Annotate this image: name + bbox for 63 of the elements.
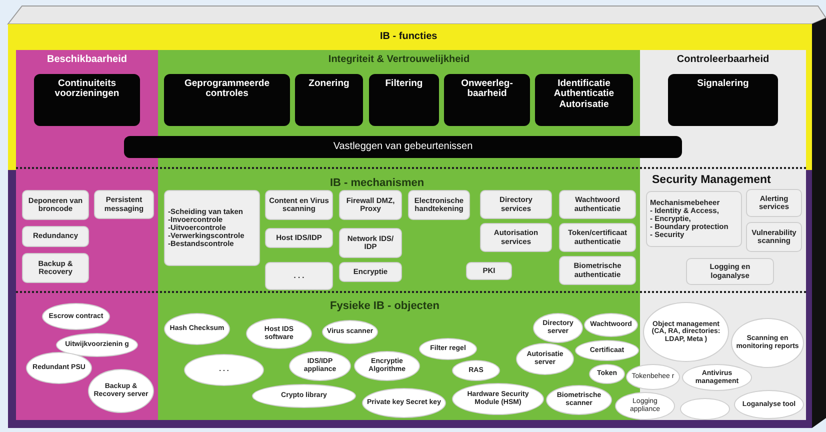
object-ellipse bbox=[322, 320, 378, 344]
column-panel bbox=[16, 50, 158, 420]
object-ellipse bbox=[354, 351, 420, 381]
function-box bbox=[34, 74, 140, 126]
mechanism-box bbox=[559, 223, 636, 252]
mechanism-box bbox=[339, 262, 402, 282]
object-ellipse bbox=[643, 302, 729, 362]
function-text: Filtering bbox=[385, 79, 423, 90]
mechanism-box bbox=[559, 190, 636, 219]
mechanism-box bbox=[22, 253, 89, 283]
mechanism-box bbox=[339, 228, 402, 258]
mechanism-box bbox=[686, 258, 774, 285]
column-title: Beschikbaarheid bbox=[46, 55, 128, 66]
column-title: Integriteit & Vertrouwelijkheid bbox=[328, 55, 470, 66]
logging-bar bbox=[124, 136, 682, 158]
mechanism-box bbox=[265, 228, 333, 248]
column-title: Controleerbaarheid bbox=[676, 55, 770, 66]
mechanism-box bbox=[22, 190, 89, 220]
function-text: Zonering bbox=[308, 79, 350, 90]
object-ellipse bbox=[516, 343, 574, 375]
object-ellipse bbox=[546, 385, 612, 415]
object-ellipse bbox=[734, 390, 804, 419]
function-text: Geprogrammeerde controles bbox=[183, 79, 270, 100]
function-box bbox=[535, 74, 633, 126]
mechanism-box bbox=[265, 262, 333, 290]
mechanism-box bbox=[22, 226, 89, 247]
object-ellipse bbox=[88, 369, 154, 413]
layer-heading: Security Management bbox=[652, 174, 771, 186]
mechanism-box bbox=[94, 190, 154, 219]
object-ellipse bbox=[680, 398, 730, 420]
layer-heading: Fysieke IB - objecten bbox=[330, 300, 440, 312]
layer-heading: IB - mechanismen bbox=[330, 177, 424, 189]
function-box bbox=[668, 74, 778, 126]
object-ellipse bbox=[575, 340, 639, 361]
mechanism-box bbox=[339, 190, 402, 220]
object-ellipse bbox=[533, 313, 583, 343]
mechanism-box bbox=[646, 191, 742, 247]
layer-heading: IB - functies bbox=[380, 31, 438, 42]
mechanism-box bbox=[480, 223, 552, 252]
mechanism-box bbox=[164, 190, 260, 266]
object-ellipse bbox=[26, 352, 92, 384]
mechanism-box bbox=[746, 222, 802, 252]
function-text: Vastleggen van gebeurtenissen bbox=[333, 142, 473, 152]
function-text: Continuiteits voorzieningen bbox=[54, 79, 120, 100]
object-ellipse bbox=[682, 364, 752, 391]
mechanism-box bbox=[480, 190, 552, 219]
object-ellipse bbox=[584, 313, 638, 337]
object-ellipse bbox=[419, 338, 477, 360]
function-box bbox=[295, 74, 363, 126]
mechanism-box bbox=[746, 189, 802, 217]
mechanism-box bbox=[559, 256, 636, 285]
mechanism-box bbox=[466, 262, 512, 280]
mechanism-box bbox=[265, 190, 333, 220]
object-ellipse bbox=[731, 318, 804, 368]
function-box bbox=[164, 74, 290, 126]
object-ellipse bbox=[452, 360, 500, 381]
function-text: Onweerleg- baarheid bbox=[460, 79, 514, 100]
object-ellipse bbox=[589, 364, 625, 384]
function-text: Identificatie Authenticatie Autorisatie bbox=[552, 79, 616, 110]
mechanism-box bbox=[408, 190, 470, 220]
function-box bbox=[369, 74, 439, 126]
function-text: Signalering bbox=[697, 79, 749, 90]
function-box bbox=[444, 74, 530, 126]
